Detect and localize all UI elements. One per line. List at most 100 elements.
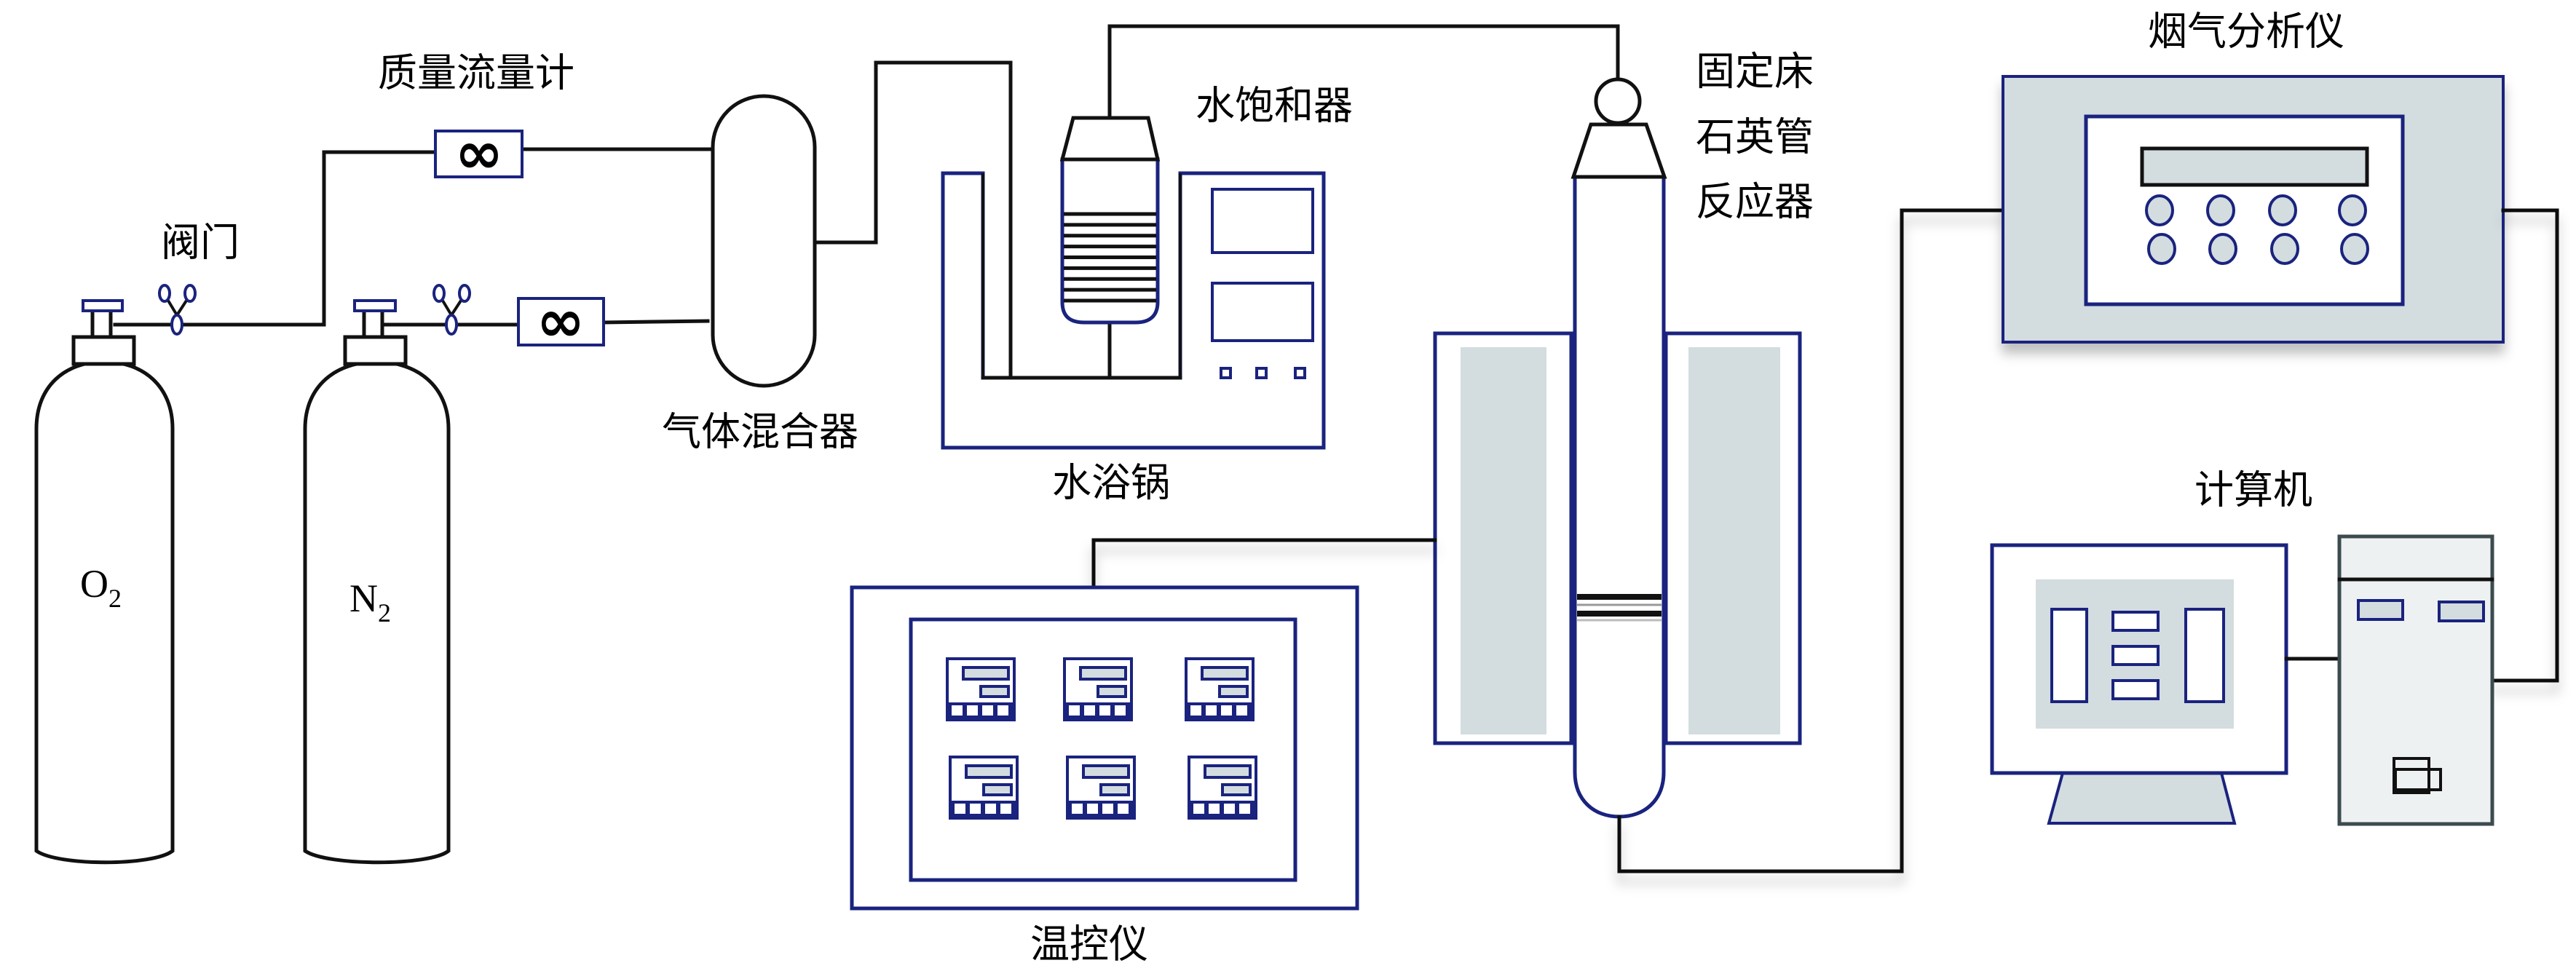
unit-button[interactable] <box>1209 804 1220 814</box>
label-mass-flow-meter: 质量流量计 <box>378 50 574 96</box>
controller-unit[interactable] <box>1188 756 1257 820</box>
screen-window <box>2111 611 2160 632</box>
n2-to-mixer-pipe <box>601 319 710 325</box>
unit-button[interactable] <box>952 705 963 716</box>
gas-cylinder-icon <box>303 360 451 865</box>
o2-pipe <box>113 150 438 327</box>
temperature-controller <box>850 585 1359 911</box>
infinity-symbol: ∞ <box>537 288 585 355</box>
screen-window <box>2111 645 2160 666</box>
bath-button[interactable] <box>1294 367 1306 379</box>
unit-button[interactable] <box>1239 804 1250 814</box>
analyzer-knob[interactable] <box>2145 194 2174 226</box>
unit-button[interactable] <box>1072 804 1083 814</box>
quartz-tube-reactor <box>1498 77 2005 873</box>
quartz-tube-reactor-icon <box>1573 175 1666 819</box>
drive-bay-icon <box>2438 601 2485 622</box>
o2-label: O2 <box>80 562 122 613</box>
unit-button[interactable] <box>1190 705 1201 716</box>
gas-cylinder-icon <box>34 360 175 865</box>
cylinder-handwheel-icon[interactable] <box>82 299 124 312</box>
label-computer: 计算机 <box>2194 467 2312 513</box>
controller-unit[interactable] <box>946 657 1016 721</box>
reactor-cap <box>1571 122 1667 179</box>
n2-label: N2 <box>349 576 391 627</box>
o2-valve[interactable] <box>158 284 197 336</box>
pc-tower-icon <box>2337 534 2494 826</box>
controller-unit[interactable] <box>949 756 1019 820</box>
unit-button[interactable] <box>1087 804 1098 814</box>
n2-valve[interactable] <box>432 284 471 336</box>
thermocouple-wire <box>1091 538 1437 590</box>
unit-button[interactable] <box>1206 705 1217 716</box>
water-saturator-icon <box>1060 157 1160 325</box>
label-reactor-line2: 石英管 <box>1696 114 1814 160</box>
analyzer-knob[interactable] <box>2206 194 2235 226</box>
unit-button[interactable] <box>970 804 981 814</box>
label-water-saturator: 水饱和器 <box>1196 83 1353 129</box>
pc-tower <box>2337 534 2494 826</box>
analyzer-knob[interactable] <box>2208 233 2237 265</box>
unit-button[interactable] <box>1236 705 1247 716</box>
unit-button[interactable] <box>1115 705 1126 716</box>
o2-cylinder: O2 <box>34 299 175 865</box>
n2-mass-flow-meter[interactable]: ∞ <box>517 288 605 355</box>
monitor-stand <box>2047 772 2237 825</box>
analyzer-to-computer-cable <box>2490 208 2559 683</box>
unit-display-sv <box>1099 783 1130 796</box>
unit-display-pv <box>1201 666 1249 681</box>
analyzer-knobs <box>2145 194 2369 265</box>
mixer-outlet-pipe <box>813 60 1013 380</box>
analyzer-knob[interactable] <box>2268 194 2297 226</box>
flue-gas-analyzer <box>2002 75 2505 344</box>
infinity-symbol: ∞ <box>455 119 504 187</box>
analyzer-knob[interactable] <box>2270 233 2299 265</box>
needle-valve-icon[interactable] <box>432 284 471 336</box>
drive-bay-icon <box>2357 599 2404 621</box>
heating-element <box>1688 347 1780 734</box>
controller-unit[interactable] <box>1185 657 1255 721</box>
gas-mixer-vessel-icon <box>711 94 817 388</box>
controller-unit[interactable] <box>1063 657 1133 721</box>
unit-button[interactable] <box>985 804 996 814</box>
unit-button[interactable] <box>1069 705 1080 716</box>
bath-display-icon <box>1211 282 1314 342</box>
unit-button[interactable] <box>1099 705 1110 716</box>
analyzer-knob[interactable] <box>2340 233 2369 265</box>
cylinder-neck <box>343 335 408 366</box>
bath-button[interactable] <box>1220 367 1232 379</box>
unit-button[interactable] <box>1118 804 1129 814</box>
saturator-coil <box>1064 212 1156 303</box>
unit-button[interactable] <box>967 705 978 716</box>
unit-button[interactable] <box>1102 804 1113 814</box>
controller-unit[interactable] <box>1066 756 1136 820</box>
analyzer-knob[interactable] <box>2147 233 2176 265</box>
unit-button[interactable] <box>1084 705 1095 716</box>
cylinder-handwheel-icon[interactable] <box>353 299 397 312</box>
cylinder-neck <box>71 335 136 366</box>
analyzer-knob[interactable] <box>2338 194 2367 226</box>
computer <box>1990 534 2494 826</box>
screen-window <box>2111 679 2160 700</box>
needle-valve-icon[interactable] <box>158 284 197 336</box>
unit-button[interactable] <box>982 705 993 716</box>
label-reactor-line3: 反应器 <box>1696 179 1814 225</box>
mass-flow-meter-icon[interactable] <box>434 130 524 178</box>
reactor-outlet-pipe <box>1617 208 2005 873</box>
label-gas-mixer: 气体混合器 <box>662 409 858 455</box>
heating-element <box>1461 347 1546 734</box>
bath-button[interactable] <box>1255 367 1268 379</box>
unit-button[interactable] <box>997 705 1008 716</box>
mass-flow-meter-icon[interactable] <box>517 297 605 346</box>
unit-button[interactable] <box>1000 804 1011 814</box>
unit-display-pv <box>962 666 1010 681</box>
unit-display-pv <box>1079 666 1127 681</box>
power-button-icon[interactable] <box>2394 768 2442 791</box>
label-flue-gas-analyzer: 烟气分析仪 <box>2148 9 2344 55</box>
unit-button[interactable] <box>1221 705 1232 716</box>
o2-mass-flow-meter[interactable]: ∞ <box>434 119 524 187</box>
unit-button[interactable] <box>1193 804 1204 814</box>
unit-button[interactable] <box>955 804 965 814</box>
unit-button[interactable] <box>1224 804 1235 814</box>
unit-display-sv <box>1221 783 1252 796</box>
